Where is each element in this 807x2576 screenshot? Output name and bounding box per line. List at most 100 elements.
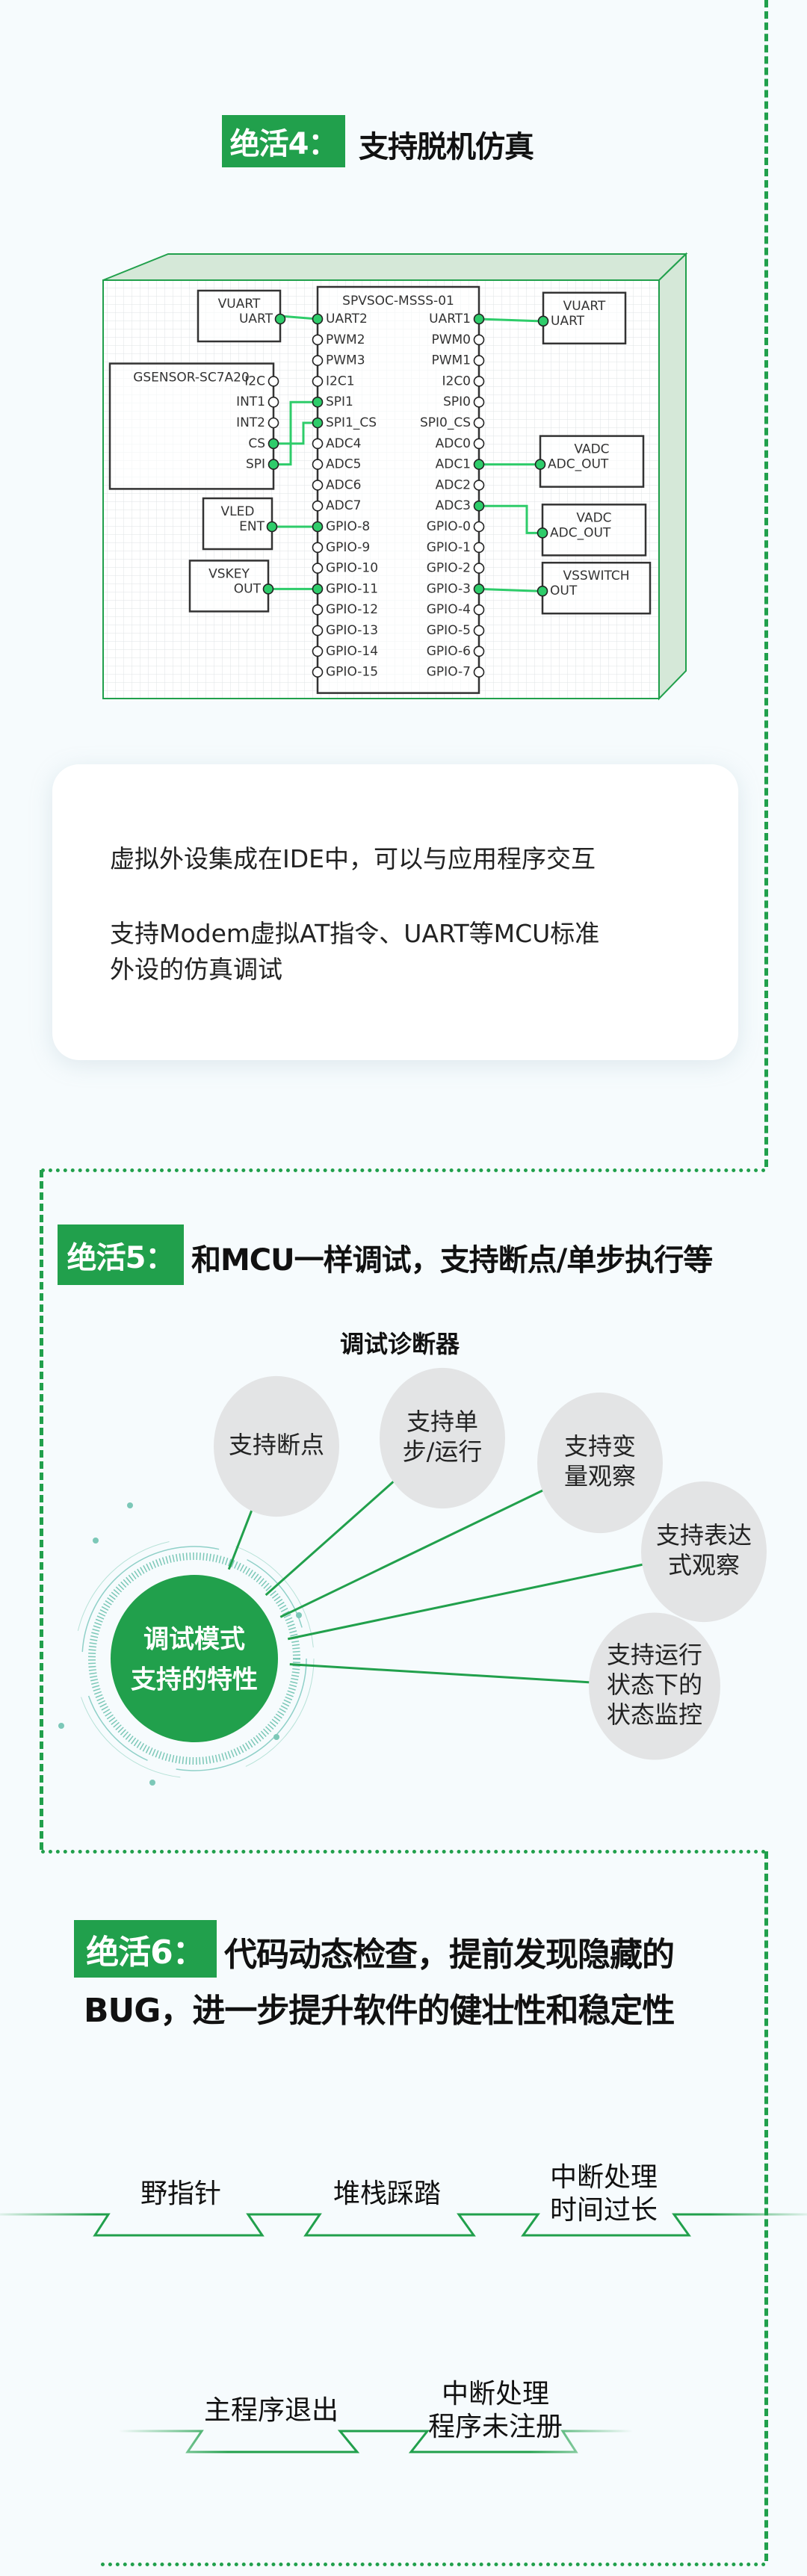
gsensor-pin-i2c: [268, 376, 279, 387]
section6-title-line2: BUG，进一步提升软件的健壮性和稳定性: [84, 1992, 675, 2030]
chip-pin-label: GPIO-7: [427, 665, 471, 680]
connector-line: [289, 1663, 591, 1684]
chip-pin-label: ADC3: [436, 498, 471, 513]
issue-isr-unregistered: 中断处理程序未注册: [428, 2378, 563, 2444]
issue-label: 堆栈踩踏: [333, 2179, 442, 2209]
ring-dot: [296, 1612, 302, 1618]
chip-pin-adc2: [473, 480, 485, 491]
chip-pin-gpio-5: [473, 625, 485, 637]
section5-title: 和MCU一样调试，支持断点/单步执行等: [191, 1243, 713, 1278]
wire-spi1-cs: [273, 421, 318, 445]
card-line-1: 虚拟外设集成在IDE中，可以与应用程序交互: [110, 844, 596, 873]
feature-bubble-label: 支持运行: [607, 1641, 702, 1669]
wire-adc3: [479, 504, 542, 534]
chip-pin-uart2: [312, 313, 324, 325]
feature-bubble: [380, 1367, 505, 1509]
center-circle: [111, 1575, 278, 1742]
chip-pin-label: ADC4: [326, 436, 361, 451]
chip-pin-label: GPIO-13: [326, 623, 378, 638]
chip-pin-label: ADC7: [326, 498, 361, 513]
issue-label: 中断处理: [441, 2379, 550, 2409]
gsensor-title: GSENSOR-SC7A20: [133, 371, 250, 386]
gsensor-pin-label: SPI: [246, 457, 265, 472]
section4-badge: 绝活4：: [222, 115, 345, 167]
chip-pin-label: PWM1: [431, 353, 471, 368]
chip-pin-gpio-3: [473, 583, 485, 595]
chip-pin-gpio-4: [473, 604, 485, 616]
frame-line-mid-2: [41, 1850, 766, 1854]
issue-isr-too-long: 中断处理时间过长: [550, 2161, 658, 2227]
issue-wild-pointer: 野指针: [140, 2178, 221, 2211]
feature-bubble: [589, 1612, 720, 1760]
card-line-2: 支持Modem虚拟AT指令、UART等MCU标准: [110, 919, 600, 948]
chip-title: SPVSOC-MSSS-01: [342, 294, 454, 309]
vuart-right-box: [542, 291, 627, 345]
zigzag-divider-1: [0, 2213, 807, 2237]
chip-pin-label: ADC2: [436, 477, 471, 492]
issue-label: 中断处理: [549, 2162, 658, 2193]
chip-pin-label: GPIO-1: [427, 540, 471, 555]
chip-pin-label: SPI0_CS: [420, 415, 471, 430]
section4-title: 支持脱机仿真: [359, 130, 534, 164]
chip-pin-label: I2C1: [326, 374, 355, 388]
vadc-1-title: VADC: [574, 442, 609, 457]
vadc-2-pin-label: ADC_OUT: [550, 525, 611, 540]
vuart-left-title: VUART: [218, 297, 261, 312]
chip-pin-spi0: [473, 396, 485, 408]
chip-pin-adc5: [312, 459, 324, 470]
connector-line: [287, 1563, 644, 1641]
section6-title-line1: 代码动态检查，提前发现隐藏的: [224, 1936, 675, 1974]
vled-pin-label: ENT: [239, 519, 265, 534]
chip-pin-adc6: [312, 480, 324, 491]
vskey-pin: [262, 583, 274, 595]
feature-bubble-label: 支持断点: [229, 1431, 324, 1459]
vsswitch-pin: [537, 585, 548, 597]
chip-pin-pwm1: [473, 355, 485, 366]
issue-label: 主程序退出: [203, 2395, 339, 2426]
chip-pin-label: SPI1: [326, 394, 353, 409]
ring-dot: [273, 1734, 279, 1740]
chip-pin-label: GPIO-14: [326, 644, 378, 659]
chip-pin-label: PWM0: [431, 332, 471, 347]
vsswitch-pin-label: OUT: [550, 583, 578, 598]
gsensor-pin-cs: [268, 438, 279, 450]
chip-pin-pwm3: [312, 355, 324, 366]
chip-pin-label: SPI1_CS: [326, 415, 377, 430]
chip-pin-label: GPIO-4: [427, 602, 471, 617]
chip-pin-label: ADC6: [326, 477, 361, 492]
feature-bubble-label: 式观察: [668, 1551, 740, 1579]
connector-line: [227, 1503, 256, 1570]
gsensor-pin-label: I2C: [244, 374, 265, 388]
connector-line: [279, 1488, 545, 1618]
chip-pin-uart1: [473, 313, 485, 325]
feature-card: 虚拟外设集成在IDE中，可以与应用程序交互 支持Modem虚拟AT指令、UART…: [52, 764, 738, 1060]
issue-stack-overflow: 堆栈踩踏: [333, 2178, 441, 2211]
chip-pin-adc4: [312, 438, 324, 450]
chip-pin-label: ADC5: [326, 457, 361, 472]
chip-pin-label: GPIO-15: [326, 665, 378, 680]
chip-pin-adc3: [473, 500, 485, 512]
gsensor-pin-int2: [268, 417, 279, 429]
vuart-right-pin: [537, 315, 549, 327]
chip-pin-label: GPIO-3: [427, 581, 471, 596]
chip-pin-gpio-8: [312, 521, 324, 533]
chip-pin-label: GPIO-5: [427, 623, 471, 638]
frame-line-bottom: [101, 2563, 766, 2566]
wire-gpio3: [478, 587, 543, 592]
feature-bubble-label: 量观察: [564, 1462, 636, 1490]
chip-pin-label: PWM3: [326, 353, 365, 368]
chip-pin-label: UART1: [429, 312, 471, 326]
chip-pin-label: UART2: [326, 312, 368, 326]
center-label: 支持的特性: [131, 1665, 258, 1695]
vadc-1-pin: [534, 459, 546, 470]
chip-pin-gpio-9: [312, 542, 324, 554]
peripheral-diagram: SPVSOC-MSSS-01UART2PWM2PWM3I2C1SPI1SPI1_…: [102, 252, 688, 701]
chip-pin-gpio-13: [312, 625, 324, 637]
chip-pin-label: GPIO-9: [326, 540, 370, 555]
section6-badge: 绝活6：: [74, 1920, 217, 1978]
chip-pin-label: GPIO-2: [427, 561, 471, 576]
chip-pin-label: GPIO-6: [427, 644, 471, 659]
card-line-3: 外设的仿真调试: [110, 955, 282, 984]
vskey-title: VSKEY: [208, 566, 250, 581]
vadc-1-pin-label: ADC_OUT: [548, 457, 609, 472]
